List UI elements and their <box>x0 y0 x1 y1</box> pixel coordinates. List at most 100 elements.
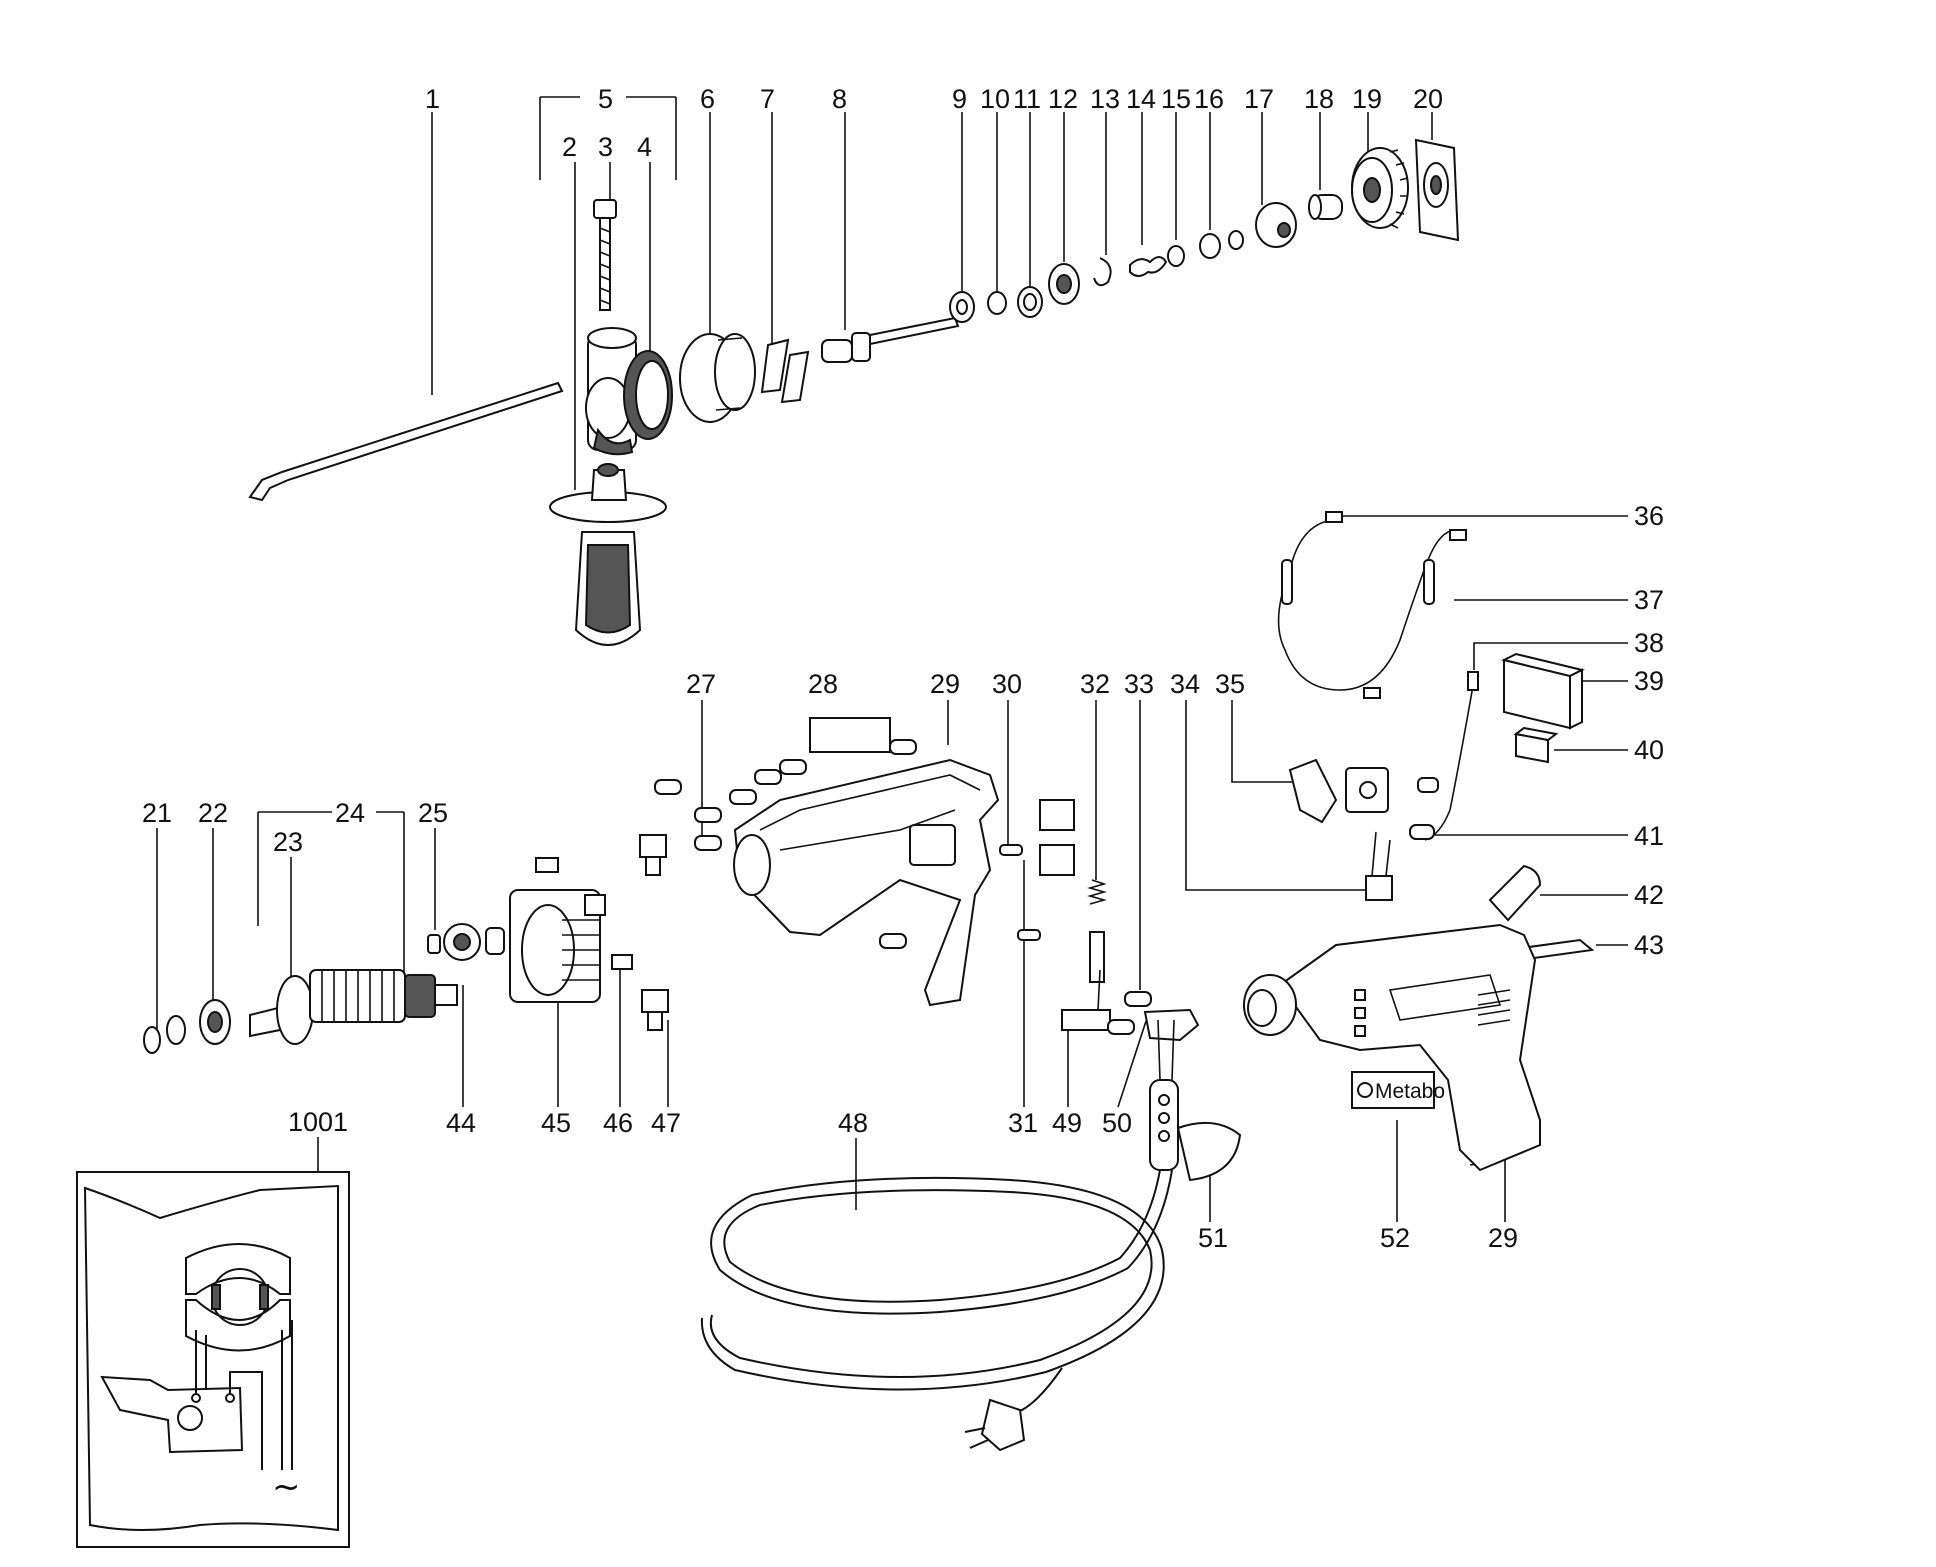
motor-armature-group <box>143 923 505 1054</box>
label-46: 46 <box>603 1108 633 1138</box>
label-45: 45 <box>541 1108 571 1138</box>
label-14: 14 <box>1126 84 1156 114</box>
label-47: 47 <box>651 1108 681 1138</box>
ac-symbol: ~ <box>272 1467 301 1507</box>
suppressor-lead-plug <box>1467 671 1479 691</box>
label-36: 36 <box>1634 501 1664 531</box>
gear-wheel <box>1351 147 1409 229</box>
brush-holder-upper <box>639 834 667 876</box>
label-41: 41 <box>1634 821 1664 851</box>
brand-logo-plate: Metabo <box>1351 1071 1445 1109</box>
motor-housing-half <box>733 758 1000 1007</box>
label-52: 52 <box>1380 1223 1410 1253</box>
label-1: 1 <box>425 84 440 114</box>
label-29b: 29 <box>1488 1223 1518 1253</box>
label-37: 37 <box>1634 585 1664 615</box>
label-27: 27 <box>686 669 716 699</box>
label-49: 49 <box>1052 1108 1082 1138</box>
label-22: 22 <box>198 798 228 828</box>
label-5: 5 <box>598 84 613 114</box>
label-33: 33 <box>1124 669 1154 699</box>
label-6: 6 <box>700 84 715 114</box>
label-40: 40 <box>1634 735 1664 765</box>
retaining-clip-pair <box>760 338 810 404</box>
label-51: 51 <box>1198 1223 1228 1253</box>
depth-adjust-ring <box>679 333 756 423</box>
small-carton <box>1513 726 1559 764</box>
label-8: 8 <box>832 84 847 114</box>
label-7: 7 <box>760 84 775 114</box>
sleeve <box>1308 194 1343 220</box>
label-28: 28 <box>808 669 838 699</box>
label-29a: 29 <box>930 669 960 699</box>
cable-clamp-screw-2 <box>1107 1019 1135 1035</box>
side-handle-clamp <box>585 327 673 456</box>
switch-cover <box>1488 864 1542 922</box>
clamp-bolt <box>593 199 617 311</box>
leader-lines <box>156 96 1628 1222</box>
field-coil <box>509 857 606 1003</box>
label-15: 15 <box>1161 84 1191 114</box>
label-32: 32 <box>1080 669 1110 699</box>
switch-screw <box>1409 824 1435 840</box>
housing-screws <box>654 739 917 949</box>
power-cord <box>700 1169 1173 1452</box>
assembled-drill <box>1243 923 1541 1172</box>
cable-clamp-screw <box>1124 991 1152 1007</box>
brush-block-upper <box>1039 799 1075 831</box>
label-50: 50 <box>1102 1108 1132 1138</box>
label-1001: 1001 <box>288 1107 348 1137</box>
label-16: 16 <box>1194 84 1224 114</box>
label-30: 30 <box>992 669 1022 699</box>
label-38: 38 <box>1634 628 1664 658</box>
switch-latch <box>1061 931 1111 1031</box>
rating-plate <box>809 717 891 753</box>
label-31: 31 <box>1008 1108 1038 1138</box>
brush-holder-lower <box>641 989 669 1031</box>
label-25: 25 <box>418 798 448 828</box>
pin-a <box>999 844 1023 856</box>
label-44: 44 <box>446 1108 476 1138</box>
label-42: 42 <box>1634 880 1664 910</box>
internal-wiring-harness <box>1277 511 1467 699</box>
label-35: 35 <box>1215 669 1245 699</box>
label-9: 9 <box>952 84 967 114</box>
carbon-brush-small <box>611 954 633 970</box>
label-4: 4 <box>637 132 652 162</box>
pin-b <box>1017 929 1041 941</box>
cable-grommet <box>1149 1019 1242 1182</box>
depth-stop-rod <box>248 381 564 502</box>
brand-logo-text: Metabo <box>1375 1080 1445 1103</box>
label-21: 21 <box>142 798 172 828</box>
label-48: 48 <box>838 1108 868 1138</box>
part-number-labels: 1 2 3 4 5 6 7 8 9 10 11 12 13 14 15 16 1… <box>142 84 1664 1253</box>
brush-block-lower <box>1039 844 1075 876</box>
trigger-switch <box>1288 758 1439 824</box>
label-34: 34 <box>1170 669 1200 699</box>
label-24: 24 <box>335 798 365 828</box>
cam-disc <box>1255 202 1297 248</box>
label-10: 10 <box>980 84 1010 114</box>
label-17: 17 <box>1244 84 1274 114</box>
label-23: 23 <box>273 827 303 857</box>
carton-box <box>1501 652 1585 730</box>
label-3: 3 <box>598 132 613 162</box>
washers-and-bearings <box>949 230 1244 323</box>
cable-clamp <box>1143 1008 1200 1042</box>
capacitor-terminal <box>1365 831 1393 901</box>
side-handle <box>549 463 667 646</box>
wiring-schematic: ~ <box>76 1171 350 1548</box>
spring <box>1087 879 1107 905</box>
drill-spindle <box>821 316 960 363</box>
label-39: 39 <box>1634 666 1664 696</box>
label-43: 43 <box>1634 930 1664 960</box>
label-12: 12 <box>1048 84 1078 114</box>
label-19: 19 <box>1352 84 1382 114</box>
bearing-plate <box>1414 138 1460 242</box>
label-13: 13 <box>1090 84 1120 114</box>
suppressor-lead <box>1424 679 1475 841</box>
label-20: 20 <box>1413 84 1443 114</box>
mains-plug <box>980 1398 1026 1452</box>
label-11: 11 <box>1013 84 1041 114</box>
